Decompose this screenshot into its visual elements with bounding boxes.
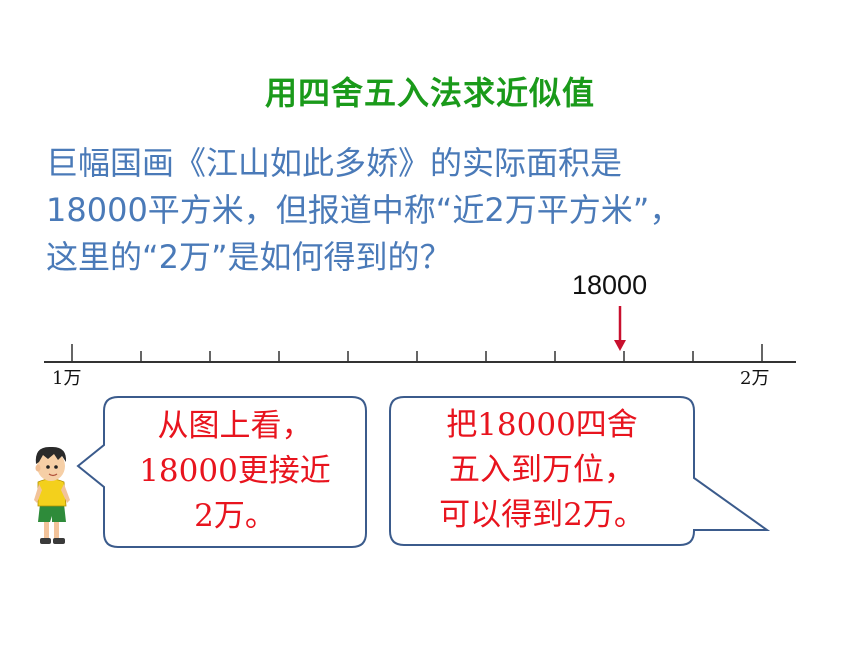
label-2-wan: 2万 [740,368,769,389]
question-line-2: 18000平方米，但报道中称“近2万平方米”， [46,191,682,229]
bubble-right-line-2: 五入到万位， [449,452,635,488]
question-line-3: 这里的“2万”是如何得到的？ [46,238,452,276]
bubble-left-line-1: 从图上看， [157,408,313,444]
bubble-left-line-3: 2万。 [194,498,276,534]
boy-character-icon [34,446,70,544]
bubble-left-text: 从图上看， 18000更接近 2万。 [106,404,364,539]
marker-arrow-icon [614,306,626,351]
number-line: 1万 2万 [44,344,796,389]
label-1-wan: 1万 [52,368,81,389]
question-text: 巨幅国画《江山如此多娇》的实际面积是 18000平方米，但报道中称“近2万平方米… [46,140,836,281]
speech-bubble-left [76,396,367,548]
bubble-right-line-1: 把18000四舍 [446,407,638,443]
lesson-title: 用四舍五入法求近似值 [264,74,595,112]
question-line-1: 巨幅国画《江山如此多娇》的实际面积是 [46,144,623,182]
bubble-right-line-3: 可以得到2万。 [439,497,645,533]
bubble-right-text: 把18000四舍 五入到万位， 可以得到2万。 [394,403,690,538]
number-line-ticks [71,344,763,362]
speech-bubble-right [389,396,771,546]
bubble-left-line-2: 18000更接近 [139,453,331,489]
marker-value-label: 18000 [572,270,648,300]
